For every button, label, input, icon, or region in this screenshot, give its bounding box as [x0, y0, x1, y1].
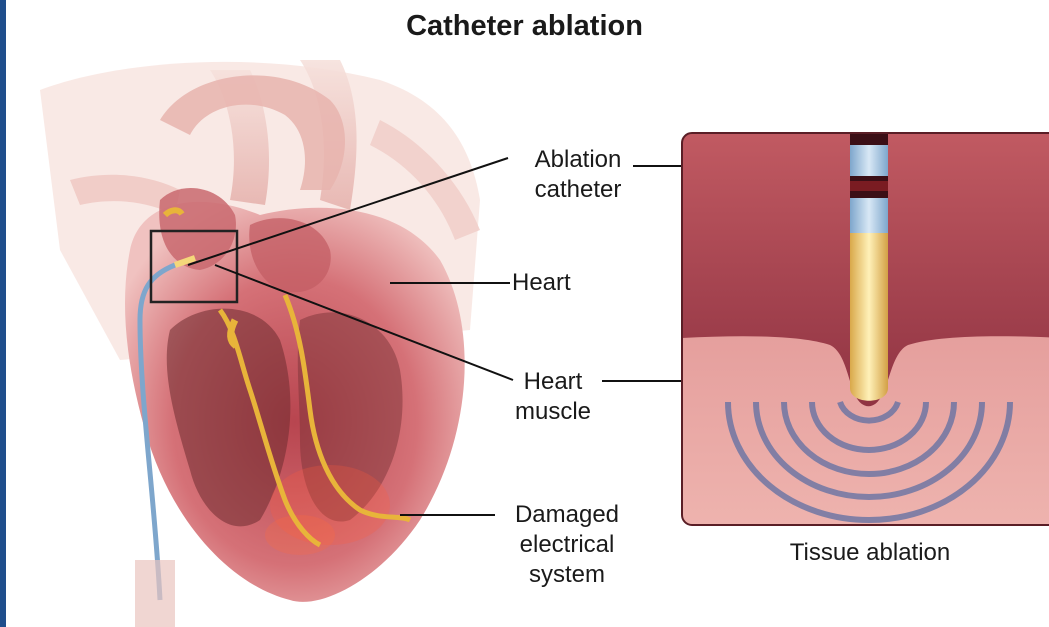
label-damaged-electrical-system: Damaged electrical system: [497, 500, 637, 590]
label-ablation-catheter: Ablation catheter: [508, 145, 648, 205]
label-ablation-catheter-line1: Ablation: [508, 145, 648, 175]
label-ablation-catheter-line2: catheter: [508, 175, 648, 205]
heart-illustration: [40, 60, 480, 627]
label-heart-muscle-line1: Heart: [508, 367, 598, 397]
label-heart-muscle-line2: muscle: [508, 397, 598, 427]
label-heart: Heart: [512, 268, 612, 298]
label-tissue-ablation: Tissue ablation: [720, 538, 1020, 568]
label-damaged-line2: electrical: [497, 530, 637, 560]
label-damaged-line3: system: [497, 560, 637, 590]
tissue-ablation-panel: [682, 133, 1049, 525]
label-damaged-line1: Damaged: [497, 500, 637, 530]
label-heart-muscle: Heart muscle: [508, 367, 598, 427]
